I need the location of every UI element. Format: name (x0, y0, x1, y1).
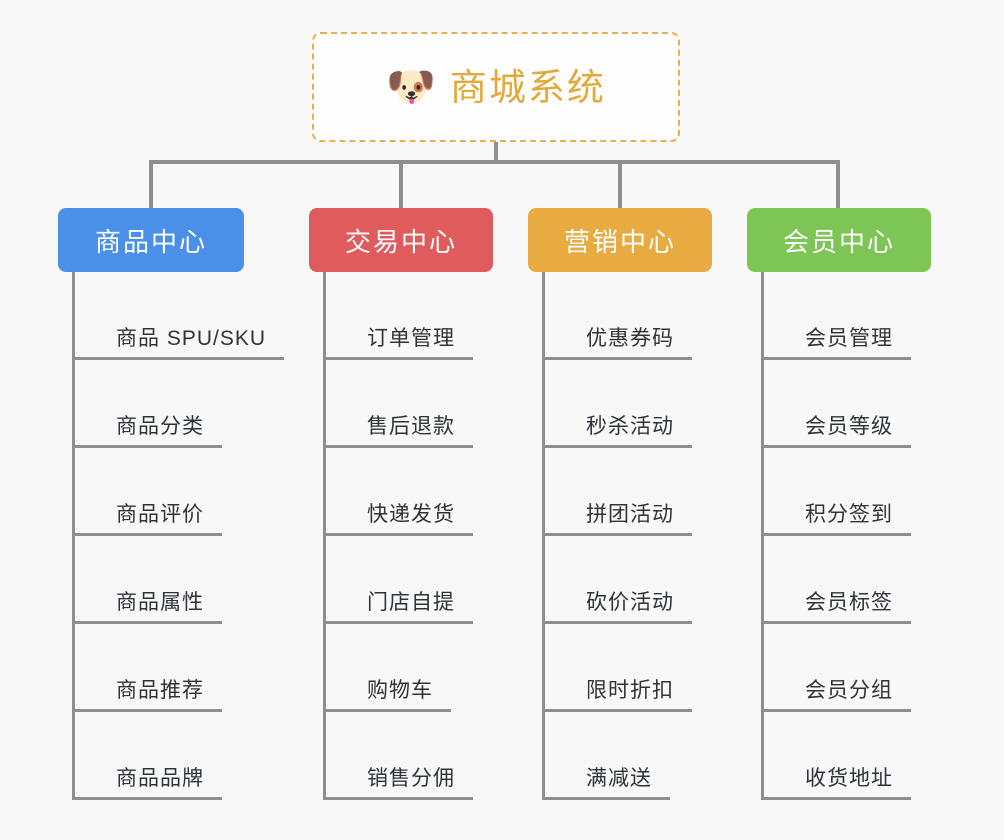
category-box-member-center[interactable]: 会员中心 (747, 208, 931, 272)
spine-product-center (72, 272, 75, 800)
list-item[interactable]: 商品评价 (72, 448, 284, 536)
list-item[interactable]: 商品品牌 (72, 712, 284, 800)
list-item[interactable]: 会员标签 (761, 536, 911, 624)
leaf-label: 销售分佣 (323, 767, 473, 800)
leaf-label: 商品 SPU/SKU (72, 327, 285, 360)
list-item[interactable]: 秒杀活动 (542, 360, 692, 448)
leaf-label: 砍价活动 (542, 591, 692, 624)
list-item[interactable]: 门店自提 (323, 536, 473, 624)
connector-drop-3 (618, 160, 622, 208)
list-item[interactable]: 快递发货 (323, 448, 473, 536)
branch-product-center: 商品中心 (58, 208, 244, 272)
list-item[interactable]: 会员管理 (761, 272, 911, 360)
spine-marketing-center (542, 272, 545, 800)
list-item[interactable]: 商品推荐 (72, 624, 284, 712)
list-item[interactable]: 会员等级 (761, 360, 911, 448)
connector-drop-1 (149, 160, 153, 208)
list-item[interactable]: 售后退款 (323, 360, 473, 448)
list-item[interactable]: 销售分佣 (323, 712, 473, 800)
root-node[interactable]: 🐶 商城系统 (312, 32, 680, 142)
leaf-label: 商品属性 (72, 591, 222, 624)
spine-trade-center (323, 272, 326, 800)
leaf-label: 快递发货 (323, 503, 473, 536)
list-item[interactable]: 砍价活动 (542, 536, 692, 624)
list-item[interactable]: 积分签到 (761, 448, 911, 536)
leaf-label: 门店自提 (323, 591, 473, 624)
branch-trade-center: 交易中心 (309, 208, 493, 272)
root-connector-bar (149, 160, 840, 164)
leaf-label: 商品品牌 (72, 767, 222, 800)
leaf-list-product-center: 商品 SPU/SKU 商品分类 商品评价 商品属性 商品推荐 商品品牌 (72, 272, 285, 800)
leaf-list-trade-center: 订单管理 售后退款 快递发货 门店自提 购物车 销售分佣 (323, 272, 473, 800)
list-item[interactable]: 商品属性 (72, 536, 284, 624)
branch-member-center: 会员中心 (747, 208, 931, 272)
leaf-label: 秒杀活动 (542, 415, 692, 448)
list-item[interactable]: 收货地址 (761, 712, 911, 800)
leaf-label: 会员标签 (761, 591, 911, 624)
root-title: 商城系统 (449, 66, 606, 108)
leaf-label: 订单管理 (323, 327, 473, 360)
connector-drop-4 (836, 160, 840, 208)
leaf-label: 优惠券码 (542, 327, 692, 360)
leaf-label: 商品分类 (72, 415, 222, 448)
leaf-label: 会员分组 (761, 679, 911, 712)
list-item[interactable]: 购物车 (323, 624, 473, 712)
root-connector-stem (494, 142, 498, 164)
list-item[interactable]: 订单管理 (323, 272, 473, 360)
leaf-list-member-center: 会员管理 会员等级 积分签到 会员标签 会员分组 收货地址 (761, 272, 911, 800)
leaf-label: 限时折扣 (542, 679, 692, 712)
leaf-label: 会员管理 (761, 327, 911, 360)
leaf-label: 满减送 (542, 767, 670, 800)
leaf-label: 商品推荐 (72, 679, 222, 712)
spine-member-center (761, 272, 764, 800)
leaf-label: 拼团活动 (542, 503, 692, 536)
list-item[interactable]: 优惠券码 (542, 272, 692, 360)
list-item[interactable]: 限时折扣 (542, 624, 692, 712)
dog-face-icon: 🐶 (386, 65, 436, 109)
leaf-label: 商品评价 (72, 503, 222, 536)
category-box-marketing-center[interactable]: 营销中心 (528, 208, 712, 272)
leaf-label: 会员等级 (761, 415, 911, 448)
leaf-label: 积分签到 (761, 503, 911, 536)
list-item[interactable]: 商品 SPU/SKU (72, 272, 285, 360)
category-box-product-center[interactable]: 商品中心 (58, 208, 244, 272)
leaf-label: 售后退款 (323, 415, 473, 448)
leaf-list-marketing-center: 优惠券码 秒杀活动 拼团活动 砍价活动 限时折扣 满减送 (542, 272, 692, 800)
list-item[interactable]: 商品分类 (72, 360, 284, 448)
leaf-label: 购物车 (323, 679, 451, 712)
category-box-trade-center[interactable]: 交易中心 (309, 208, 493, 272)
connector-drop-2 (399, 160, 403, 208)
branch-marketing-center: 营销中心 (528, 208, 712, 272)
list-item[interactable]: 拼团活动 (542, 448, 692, 536)
leaf-label: 收货地址 (761, 767, 911, 800)
list-item[interactable]: 满减送 (542, 712, 692, 800)
list-item[interactable]: 会员分组 (761, 624, 911, 712)
